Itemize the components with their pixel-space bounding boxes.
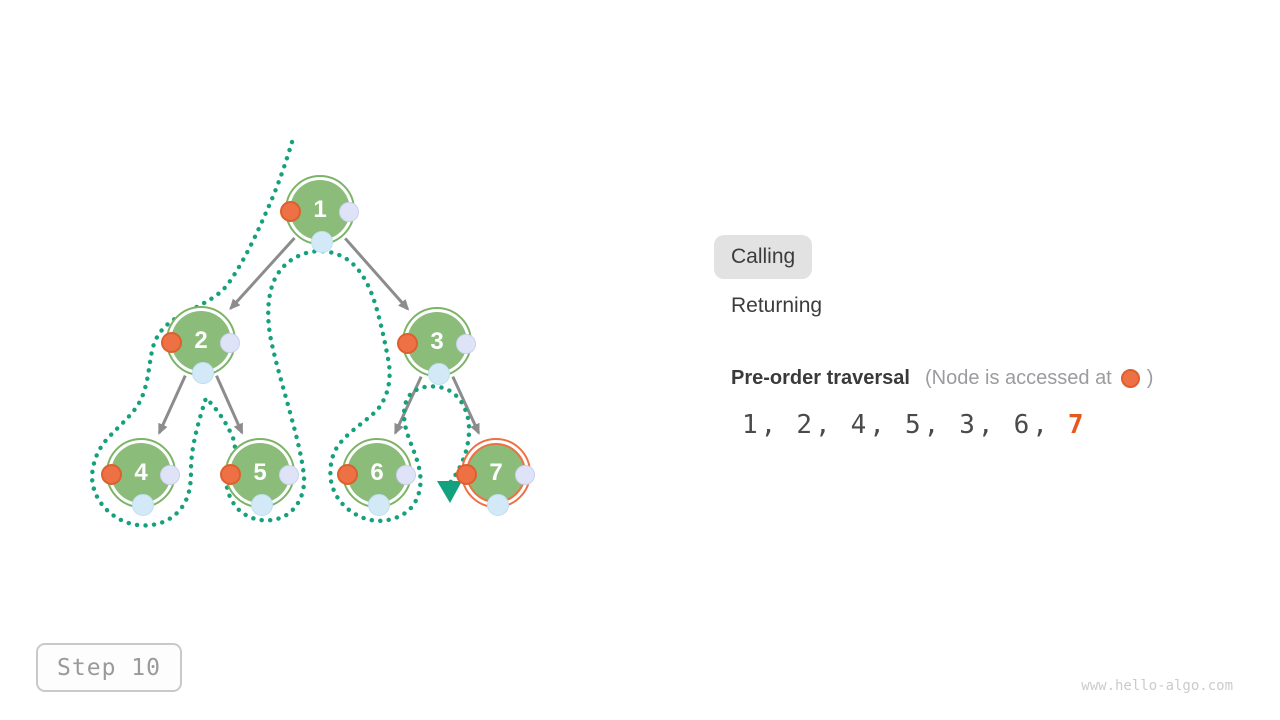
sequence-item-current: 7 — [1067, 410, 1087, 440]
tree-edges — [157, 236, 481, 435]
sequence-item: 1, — [742, 410, 780, 440]
traversal-cursor-icon — [437, 481, 462, 503]
sequence-item: 5, — [904, 410, 943, 440]
traversal-sequence: 1, 2, 4, 5, 3, 6, 7 — [742, 410, 1087, 440]
legend-note-suffix: ) — [1146, 367, 1154, 389]
tree-node-4: 4 — [101, 438, 180, 516]
postorder-access-dot-icon — [396, 465, 416, 485]
tree-node-7-current: 7 — [456, 438, 535, 516]
preorder-access-dot-icon — [280, 201, 301, 222]
inorder-access-dot-icon — [132, 494, 154, 516]
preorder-access-dot-icon — [220, 464, 241, 485]
inorder-access-dot-icon — [311, 231, 333, 253]
edge-1-3 — [344, 237, 410, 311]
node-label: 3 — [430, 328, 444, 355]
traversal-legend: Pre-order traversal (Node is accessed at… — [731, 367, 1153, 390]
preorder-access-dot-icon — [337, 464, 358, 485]
edge-3-7 — [451, 375, 481, 435]
node-label: 1 — [313, 196, 327, 223]
tree-node-5: 5 — [220, 438, 299, 516]
inorder-access-dot-icon — [487, 494, 509, 516]
sequence-item: 2, — [796, 410, 834, 440]
edge-1-2 — [229, 236, 296, 310]
inorder-access-dot-icon — [428, 363, 450, 385]
tree-node-2: 2 — [161, 306, 240, 384]
postorder-access-dot-icon — [160, 465, 180, 485]
node-label: 4 — [134, 459, 148, 486]
tab-calling[interactable]: Calling — [714, 235, 813, 279]
node-label: 2 — [194, 327, 208, 354]
recursion-state-tabs: Calling Returning — [714, 235, 822, 318]
step-badge: Step 10 — [36, 643, 182, 692]
site-watermark: www.hello-algo.com — [1081, 678, 1233, 694]
sequence-item: 6, — [1013, 410, 1051, 440]
node-label: 5 — [253, 459, 267, 486]
legend-access-dot-icon — [1120, 369, 1140, 388]
postorder-access-dot-icon — [515, 465, 535, 485]
edge-2-5 — [215, 375, 244, 435]
edge-2-4 — [157, 374, 187, 435]
edge-3-6 — [393, 375, 423, 435]
postorder-access-dot-icon — [456, 334, 476, 354]
inorder-access-dot-icon — [192, 362, 214, 384]
sequence-item: 3, — [959, 410, 997, 440]
preorder-access-dot-icon — [101, 464, 122, 485]
tab-returning[interactable]: Returning — [731, 294, 823, 317]
tree-node-6: 6 — [337, 438, 416, 516]
inorder-access-dot-icon — [251, 494, 273, 516]
sequence-item: 4, — [850, 410, 888, 440]
preorder-access-dot-icon — [397, 333, 418, 354]
tree-node-1: 1 — [280, 175, 359, 253]
inorder-access-dot-icon — [368, 494, 390, 516]
node-label: 6 — [370, 459, 384, 486]
tree-node-3: 3 — [397, 307, 476, 385]
postorder-access-dot-icon — [220, 333, 240, 353]
legend-note-prefix: (Node is accessed at — [924, 367, 1112, 389]
preorder-access-dot-icon — [456, 464, 477, 485]
tree-canvas — [89, 139, 481, 528]
node-label: 7 — [489, 459, 503, 486]
preorder-access-dot-icon — [161, 332, 182, 353]
postorder-access-dot-icon — [279, 465, 299, 485]
traversal-title: Pre-order traversal — [731, 367, 910, 389]
postorder-access-dot-icon — [339, 202, 359, 222]
